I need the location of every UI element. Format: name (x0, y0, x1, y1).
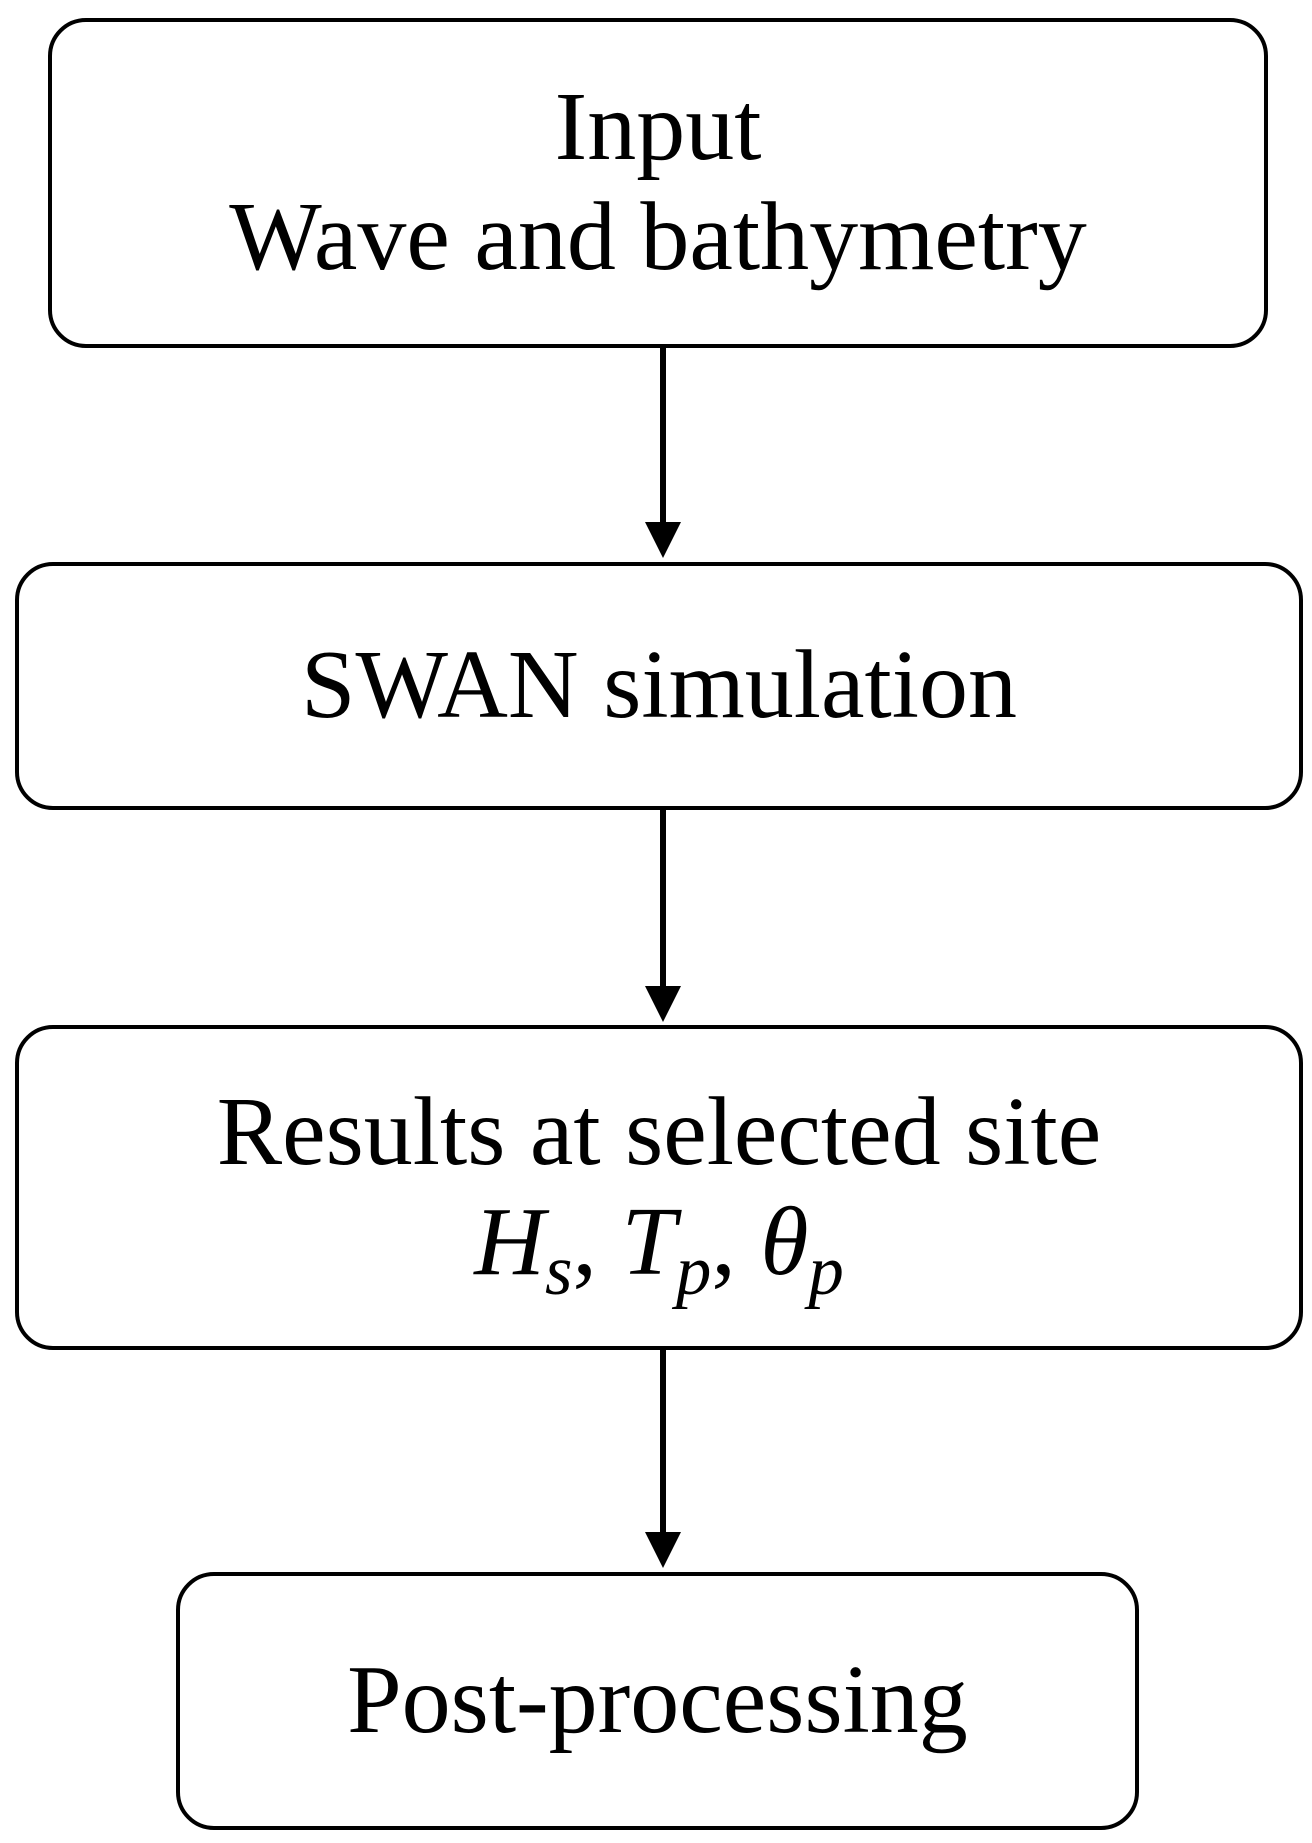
input-node: Input Wave and bathymetry (48, 18, 1268, 348)
swan-simulation-node: SWAN simulation (15, 562, 1303, 810)
post-processing-label: Post-processing (347, 1646, 968, 1755)
param-tp: Tp (621, 1187, 712, 1310)
param-theta-p: θp (760, 1187, 844, 1310)
post-processing-node: Post-processing (176, 1572, 1139, 1830)
input-subtitle: Wave and bathymetry (229, 183, 1087, 291)
results-title: Results at selected site (216, 1077, 1102, 1186)
arrow-input-to-swan (645, 348, 681, 558)
input-title: Input (554, 73, 762, 182)
param-hs: Hs (474, 1187, 573, 1310)
arrow-results-to-post (645, 1350, 681, 1568)
results-node: Results at selected site Hs, Tp, θp (15, 1025, 1303, 1350)
swan-simulation-label: SWAN simulation (301, 631, 1017, 740)
results-parameters: Hs, Tp, θp (474, 1187, 844, 1310)
arrow-swan-to-results (645, 810, 681, 1022)
